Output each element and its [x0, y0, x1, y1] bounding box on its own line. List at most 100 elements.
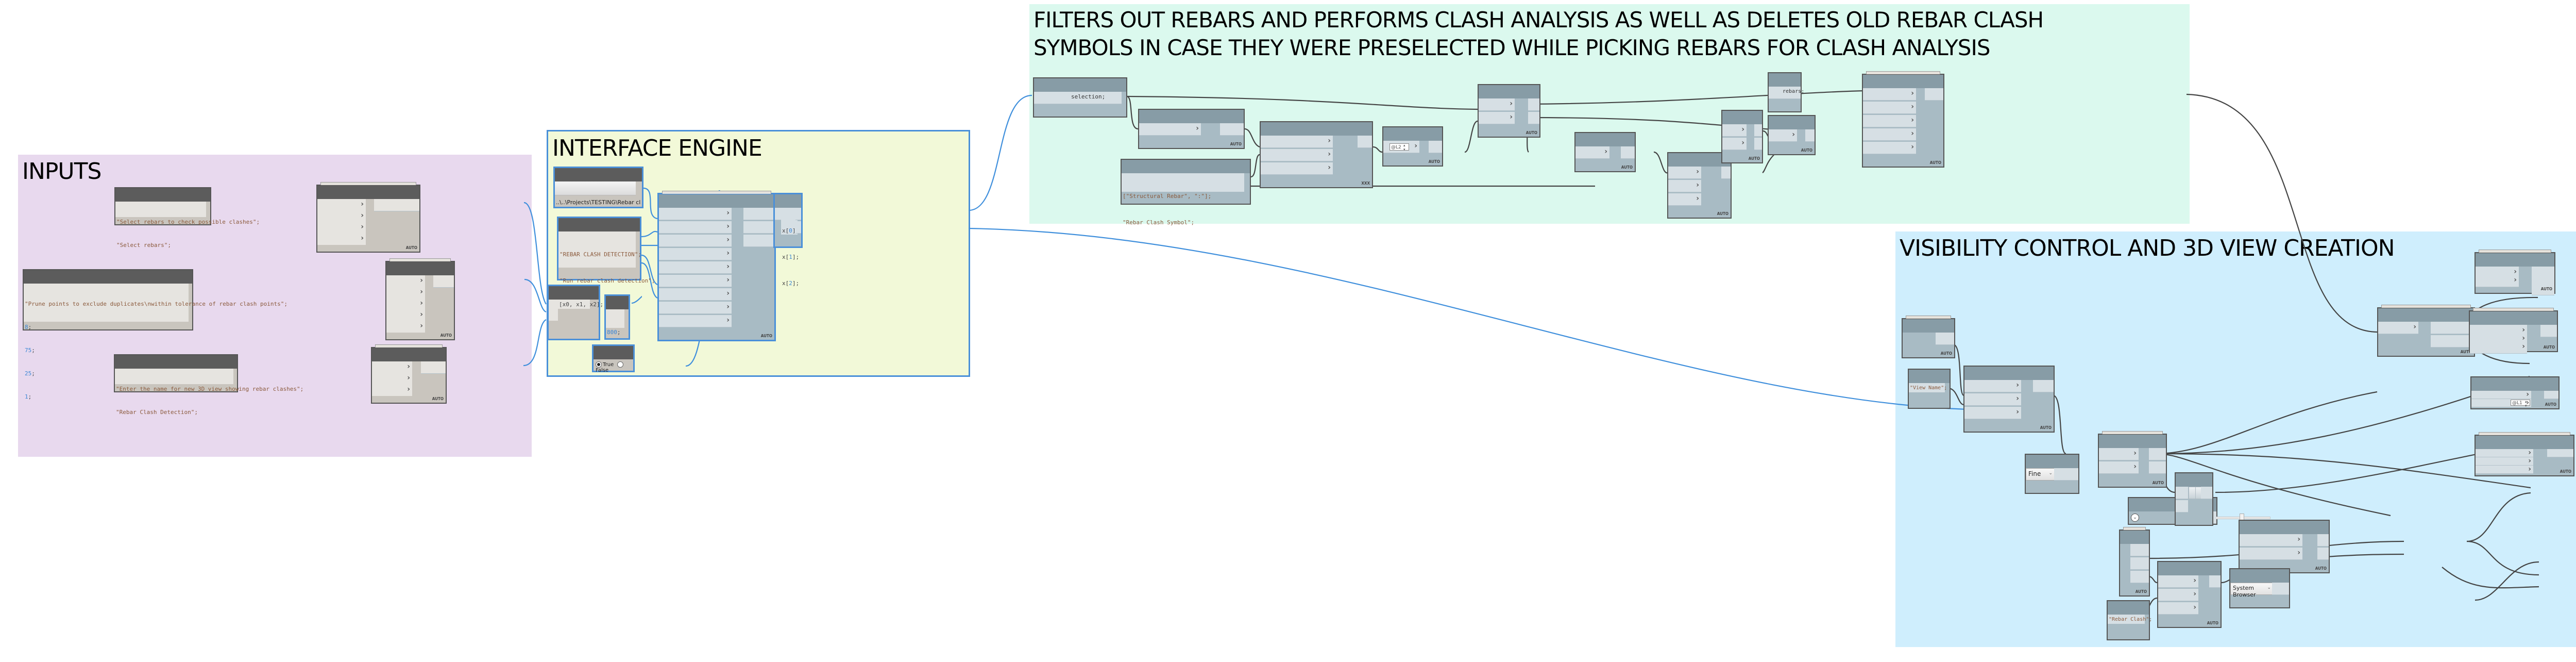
- node-header[interactable]: [1668, 153, 1731, 167]
- node-string-contains-2[interactable]: › › › AUTO: [1667, 152, 1732, 219]
- input-port[interactable]: ›: [372, 361, 412, 374]
- code-text[interactable]: selection;: [1070, 92, 1122, 102]
- input-port[interactable]: ›: [659, 208, 732, 220]
- input-port[interactable]: ›: [386, 298, 425, 310]
- node-header[interactable]: [386, 262, 454, 275]
- input-port[interactable]: ›: [1261, 162, 1333, 175]
- input-port[interactable]: ›: [1863, 102, 1916, 114]
- code-text[interactable]: x[0]; x[1]; x[2];: [781, 208, 799, 287]
- input-port[interactable]: ›: [386, 275, 425, 288]
- output-port[interactable]: [2532, 283, 2554, 295]
- input-port[interactable]: ›: [2476, 275, 2519, 287]
- input-port[interactable]: ›: [2240, 534, 2302, 547]
- node-header[interactable]: [2108, 601, 2149, 615]
- code-text[interactable]: "Prune points to exclude duplicates\nwit…: [24, 284, 287, 400]
- node-header[interactable]: [24, 270, 192, 284]
- output-port[interactable]: [1754, 124, 1762, 137]
- node-header[interactable]: [1139, 110, 1244, 123]
- node-header[interactable]: [1122, 160, 1250, 173]
- node-header[interactable]: [2470, 311, 2557, 325]
- node-filter-by-name[interactable]: › › › AUTO: [2157, 561, 2222, 628]
- input-port[interactable]: ›: [1261, 149, 1333, 161]
- input-port[interactable]: ›: [659, 302, 732, 314]
- output-port[interactable]: [374, 199, 419, 211]
- output-port[interactable]: [2054, 468, 2078, 481]
- code-text[interactable]: "Rebar Clash";: [2108, 615, 2152, 624]
- input-port[interactable]: [549, 309, 558, 321]
- node-header[interactable]: [549, 286, 599, 300]
- input-port[interactable]: ›: [2099, 461, 2139, 474]
- node-header[interactable]: [1261, 122, 1372, 136]
- browse-button[interactable]: [555, 181, 636, 195]
- input-port[interactable]: ›: [2470, 341, 2527, 354]
- node-header[interactable]: [2471, 377, 2558, 391]
- input-port[interactable]: ›: [1479, 98, 1515, 111]
- input-port[interactable]: ›: [1668, 180, 1701, 192]
- output-port[interactable]: [1621, 146, 1635, 159]
- input-port[interactable]: ›: [659, 248, 732, 260]
- node-header[interactable]: [1964, 367, 2054, 380]
- output-port[interactable]: [1805, 129, 1815, 142]
- output-port[interactable]: [1925, 88, 1943, 101]
- input-port[interactable]: ›: [1863, 115, 1916, 127]
- node-header[interactable]: [1769, 116, 1815, 129]
- output-port[interactable]: [2272, 583, 2289, 595]
- output-port[interactable]: [743, 208, 774, 220]
- output-port[interactable]: [1220, 123, 1244, 136]
- input-port[interactable]: ›: [2378, 322, 2418, 334]
- input-port[interactable]: ›: [2099, 448, 2139, 460]
- output-port[interactable]: [2033, 380, 2054, 392]
- boolean-radio-group[interactable]: True False: [596, 361, 633, 373]
- node-element-category[interactable]: › AUTO: [1138, 109, 1245, 149]
- output-port[interactable]: [1754, 138, 1762, 150]
- output-port[interactable]: [1429, 141, 1442, 153]
- output-port[interactable]: [2544, 391, 2558, 399]
- output-port[interactable]: [1528, 98, 1539, 111]
- output-port[interactable]: [2317, 548, 2329, 560]
- input-port[interactable]: ›: [317, 199, 366, 211]
- output-port[interactable]: [1721, 167, 1731, 179]
- input-port[interactable]: ›: [372, 373, 412, 385]
- input-port[interactable]: ›: [659, 315, 732, 327]
- output-port[interactable]: [2130, 544, 2149, 556]
- input-port[interactable]: ›: [659, 221, 732, 234]
- output-port[interactable]: [433, 275, 454, 288]
- output-port[interactable]: [2431, 322, 2474, 334]
- code-text[interactable]: "View Name";: [1909, 383, 1947, 392]
- radio-true[interactable]: [596, 361, 602, 368]
- input-port[interactable]: ›: [2476, 465, 2533, 474]
- input-port[interactable]: ›: [659, 275, 732, 287]
- list-level-spinner[interactable]: @L2: [1389, 143, 1409, 152]
- input-port[interactable]: ›: [2158, 589, 2198, 601]
- input-port[interactable]: @L1 ›: [2471, 399, 2531, 408]
- code-block-prune-settings[interactable]: "Prune points to exclude duplicates\nwit…: [23, 269, 287, 400]
- node-header[interactable]: [2230, 569, 2289, 583]
- input-port[interactable]: ›: [1722, 124, 1747, 137]
- code-block-window-size[interactable]: 800; 400;: [604, 294, 630, 362]
- code-block-rebar-clash[interactable]: "Rebar Clash";: [2107, 600, 2152, 640]
- boolean-toggle-node[interactable]: True False: [592, 344, 635, 373]
- output-port[interactable]: [2431, 335, 2474, 347]
- input-port[interactable]: ›: [1863, 88, 1916, 101]
- output-port[interactable]: [2211, 511, 2216, 524]
- input-port[interactable]: @L2 ›: [1383, 141, 1419, 153]
- code-text[interactable]: rebars;: [1782, 87, 1804, 97]
- input-port[interactable]: ›: [386, 287, 425, 299]
- code-block-list-builder[interactable]: [x0, x1, x2];: [547, 285, 603, 340]
- input-port[interactable]: ›: [1575, 146, 1609, 159]
- node-create-3d-view[interactable]: › › › AUTO: [1963, 366, 2055, 433]
- input-port[interactable]: ›: [1139, 123, 1201, 136]
- code-text[interactable]: "Enter the name for new 3D view showing …: [115, 369, 303, 416]
- node-header[interactable]: [2240, 521, 2329, 534]
- radio-false[interactable]: [617, 361, 624, 368]
- node-filter-by-bool-mask[interactable]: › › AUTO: [1478, 84, 1540, 138]
- input-port[interactable]: [2176, 500, 2188, 512]
- node-header[interactable]: [1034, 78, 1126, 92]
- node-prune-points[interactable]: › › › › › AUTO: [385, 258, 455, 340]
- node-view-name-input[interactable]: › › › AUTO: [371, 344, 447, 404]
- node-all-elements-of-category[interactable]: AUTO: [2119, 527, 2150, 597]
- code-block-index-outputs[interactable]: x[0]; x[1]; x[2];: [773, 193, 803, 287]
- output-port[interactable]: [2317, 534, 2329, 547]
- node-header[interactable]: [659, 194, 774, 208]
- input-port[interactable]: ›: [1261, 136, 1333, 148]
